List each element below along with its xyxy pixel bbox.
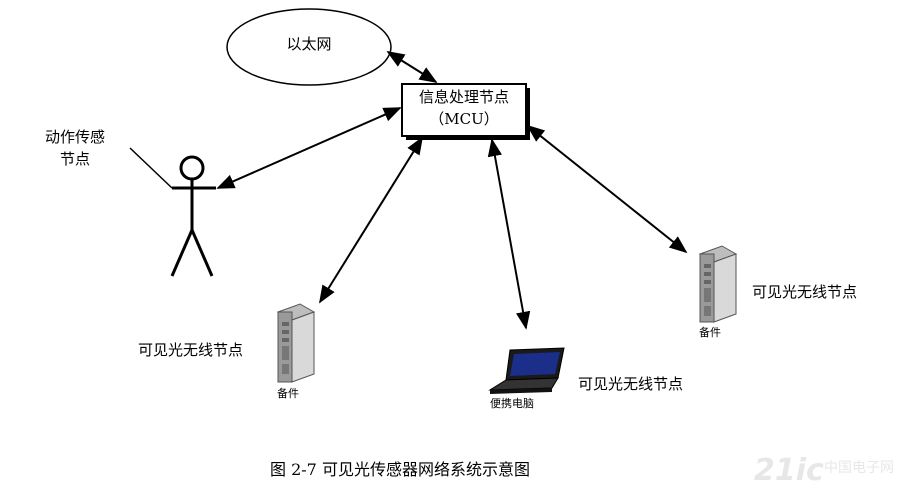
mcu-label-line1: 信息处理节点 xyxy=(418,88,509,106)
person-icon xyxy=(129,147,216,277)
laptop-label: 可见光无线节点 xyxy=(578,375,684,393)
server-icon-right xyxy=(698,245,738,323)
arrow-mcu-ethernet xyxy=(386,51,438,83)
laptop-icon xyxy=(488,347,565,394)
watermark-logo: 21ic 中国电子网 xyxy=(754,453,904,493)
arrow-mcu-vlc-right xyxy=(526,124,688,254)
vlc-left-label: 可见光无线节点 xyxy=(138,341,244,359)
watermark-subtext: 中国电子网 xyxy=(824,460,894,476)
laptop-caption: 便携电脑 xyxy=(490,397,534,410)
arrow-mcu-laptop xyxy=(487,138,531,330)
watermark-text: 21ic xyxy=(754,453,824,488)
motion-sensor-label-line2: 节点 xyxy=(59,150,90,168)
arrow-mcu-vlc-left xyxy=(319,136,423,304)
vlc-left-caption: 备件 xyxy=(277,387,299,400)
vlc-right-caption: 备件 xyxy=(699,326,721,339)
figure-caption: 图 2-7 可见光传感器网络系统示意图 xyxy=(270,460,530,479)
mcu-label-line2: （MCU） xyxy=(429,110,499,128)
arrow-mcu-motion xyxy=(216,107,402,189)
motion-sensor-label-line1: 动作传感 xyxy=(44,128,105,146)
vlc-right-label: 可见光无线节点 xyxy=(752,283,858,301)
server-icon-left xyxy=(276,303,316,383)
ethernet-ellipse xyxy=(226,8,392,86)
mcu-box xyxy=(401,83,527,137)
ethernet-label: 以太网 xyxy=(286,35,332,53)
